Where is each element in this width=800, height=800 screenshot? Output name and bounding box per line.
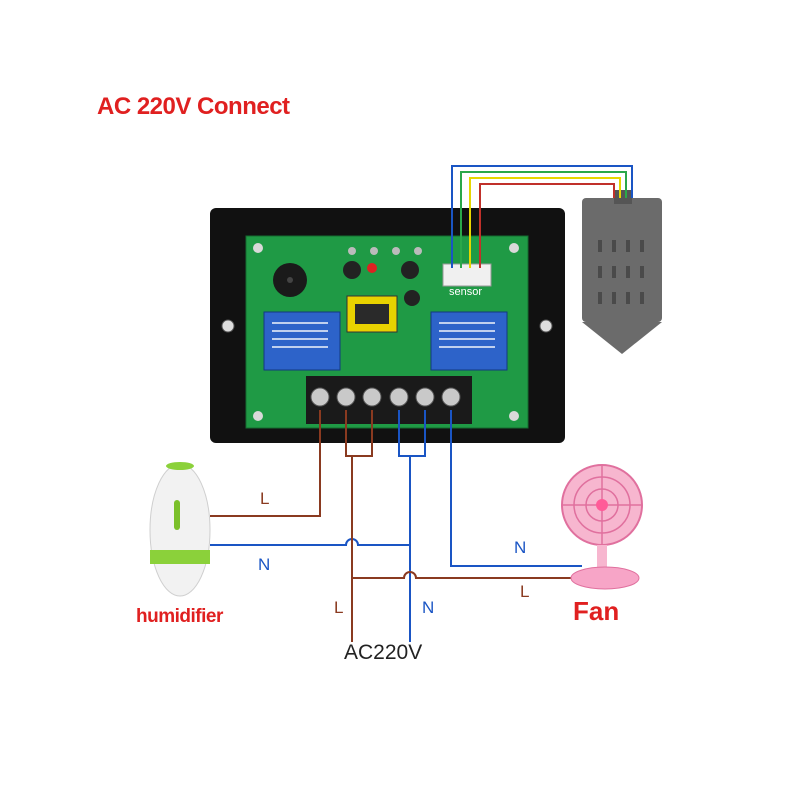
pcb-board [245, 235, 529, 429]
fan-label: Fan [573, 596, 620, 626]
relay-right [430, 311, 508, 371]
power-wiring [210, 410, 582, 642]
diagram-title: AC 220V Connect [97, 93, 290, 120]
sensor-port-label: sensor [449, 286, 483, 298]
humidifier-icon [149, 462, 211, 597]
source-live-label: L [334, 598, 344, 617]
sensor-wires [451, 165, 633, 268]
ac-source-label: AC220V [344, 641, 423, 664]
sensor-connector [442, 263, 492, 287]
humidifier-neutral-label: N [258, 555, 271, 574]
humidity-sensor-probe [582, 190, 662, 354]
humidifier-live-label: L [260, 489, 270, 508]
fan-live-label: L [520, 582, 530, 601]
fan-icon [561, 464, 643, 590]
humidifier-label: humidifier [136, 606, 223, 627]
fan-neutral-label: N [514, 538, 527, 557]
source-neutral-label: N [422, 598, 435, 617]
relay-left [263, 311, 341, 371]
